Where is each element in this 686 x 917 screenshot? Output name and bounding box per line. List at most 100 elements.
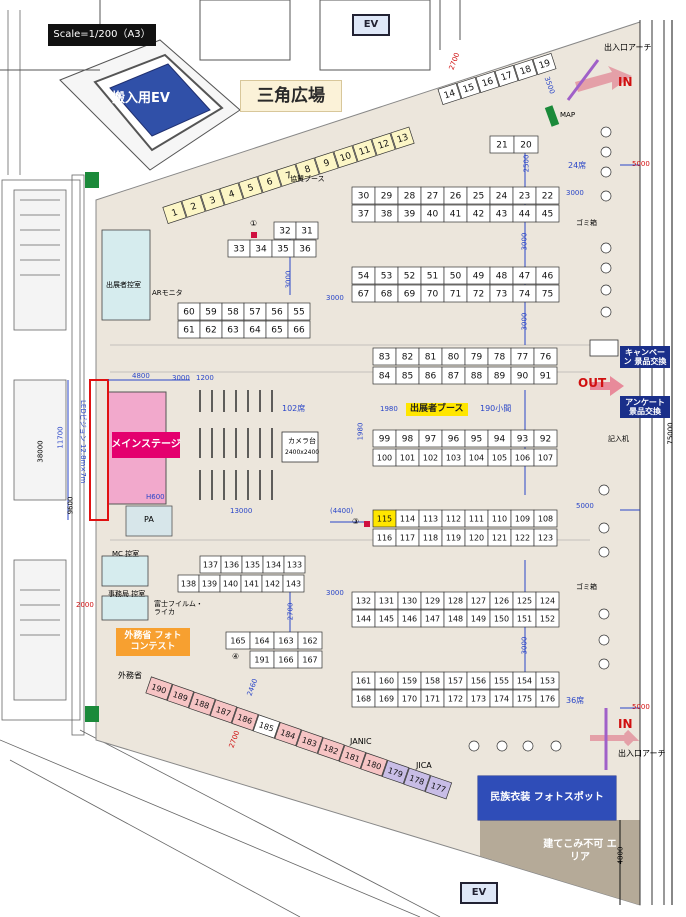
booth-139: 139 bbox=[198, 574, 221, 593]
booth-189: 189 bbox=[166, 684, 195, 709]
dim-3000-d: 3000 bbox=[326, 294, 344, 302]
main-stage-label: メインステージ bbox=[111, 432, 181, 458]
booth-number: 159 bbox=[402, 677, 417, 686]
booth-166: 166 bbox=[273, 650, 299, 669]
booth-number: 12 bbox=[377, 139, 391, 152]
dim-13000: 13000 bbox=[230, 507, 253, 515]
booth-number: 10 bbox=[339, 151, 353, 164]
booth-box bbox=[513, 135, 539, 154]
booth-number: 121 bbox=[492, 534, 507, 543]
dim-75000: 75000 bbox=[666, 422, 675, 445]
booth-179: 179 bbox=[381, 760, 410, 785]
right-wall bbox=[639, 20, 665, 905]
booth-32: 32 bbox=[273, 221, 297, 240]
booth-number: 46 bbox=[542, 272, 554, 282]
out-label: OUT bbox=[578, 376, 607, 390]
booth-box bbox=[533, 528, 558, 547]
booth-113: 113 bbox=[418, 509, 443, 528]
dim-5000-low: 5000 bbox=[632, 703, 650, 711]
booth-number: 43 bbox=[496, 210, 507, 220]
booth-box bbox=[181, 194, 206, 218]
booth-70: 70 bbox=[420, 284, 445, 303]
booth-number: 34 bbox=[255, 245, 267, 255]
booth-61: 61 bbox=[177, 320, 201, 339]
dim-5000-top: 5000 bbox=[632, 160, 650, 168]
booth-190: 190 bbox=[145, 676, 173, 701]
booth-109: 109 bbox=[510, 509, 535, 528]
booth-53: 53 bbox=[374, 266, 399, 285]
booth-132: 132 bbox=[351, 591, 376, 610]
booth-87: 87 bbox=[441, 366, 466, 385]
booth-172: 172 bbox=[443, 689, 468, 708]
booth-number: 138 bbox=[181, 580, 196, 589]
booth-number: 119 bbox=[446, 534, 461, 543]
booth-73: 73 bbox=[489, 284, 514, 303]
booth-box bbox=[293, 239, 317, 258]
booth-number: 99 bbox=[379, 435, 391, 445]
dim-3000-b: 3000 bbox=[520, 232, 529, 251]
booth-box bbox=[297, 650, 323, 669]
dim-3000-c: 3000 bbox=[284, 270, 293, 289]
booth-44: 44 bbox=[512, 204, 537, 223]
booth-33: 33 bbox=[227, 239, 251, 258]
booth-number: 23 bbox=[519, 192, 530, 202]
booth-box bbox=[533, 429, 558, 448]
booth-103: 103 bbox=[441, 448, 466, 467]
booth-number: 7 bbox=[285, 171, 294, 182]
survey-exchange-label: アンケート 景品交換 bbox=[620, 396, 670, 419]
booth-number: 96 bbox=[448, 435, 460, 445]
booth-box bbox=[494, 65, 519, 87]
dim-4800-bottom: 4800 bbox=[616, 846, 625, 865]
booth-box bbox=[390, 126, 415, 150]
costume-photo-label: 民族衣装 フォトスポット bbox=[478, 776, 616, 820]
booth-number: 61 bbox=[183, 326, 194, 336]
booth-box bbox=[295, 221, 319, 240]
booth-170: 170 bbox=[397, 689, 422, 708]
booth-number: 71 bbox=[450, 290, 461, 300]
booth-number: 92 bbox=[540, 435, 551, 445]
elevator-top: EV bbox=[352, 14, 390, 36]
booth-number: 82 bbox=[402, 353, 413, 363]
booth-number: 76 bbox=[540, 353, 552, 363]
booth-number: 80 bbox=[448, 353, 460, 363]
dim-3000-f: 3000 bbox=[172, 374, 190, 382]
booth-number: 109 bbox=[515, 515, 530, 524]
booth-number: 37 bbox=[358, 210, 369, 220]
booth-box bbox=[532, 53, 557, 75]
booth-10: 10 bbox=[333, 145, 358, 169]
booth-82: 82 bbox=[395, 347, 420, 366]
booth-box bbox=[535, 689, 560, 708]
sponsor-booth-label: 協賛ブース bbox=[290, 175, 325, 183]
booth-box bbox=[535, 284, 560, 303]
map-label: MAP bbox=[560, 111, 576, 119]
booth-45: 45 bbox=[535, 204, 560, 223]
booth-183: 183 bbox=[295, 729, 324, 754]
exit-sign-bottom bbox=[85, 706, 99, 722]
booth-140: 140 bbox=[219, 574, 242, 593]
booth-number: 154 bbox=[517, 677, 532, 686]
booth-number: 78 bbox=[494, 353, 506, 363]
booth-number: 176 bbox=[540, 695, 555, 704]
led-vision-label: LEDビジョン 12.8m×7m bbox=[79, 400, 87, 484]
booth-number: 174 bbox=[494, 695, 509, 704]
booth-number: 116 bbox=[377, 534, 392, 543]
booth-box bbox=[282, 574, 305, 593]
mc-room-label: MC 控室 bbox=[112, 550, 140, 558]
booth-number: 84 bbox=[379, 372, 391, 382]
booth-12: 12 bbox=[371, 132, 396, 156]
booth-number: 74 bbox=[519, 290, 531, 300]
booth-128: 128 bbox=[443, 591, 468, 610]
booth-box bbox=[535, 591, 560, 610]
camera-size-label: 2400x2400 bbox=[285, 449, 320, 456]
booth-number: 66 bbox=[293, 326, 305, 336]
booth-box bbox=[276, 163, 301, 187]
booth-number: 19 bbox=[538, 58, 552, 71]
booth-number: 1 bbox=[171, 208, 180, 219]
booth-box bbox=[274, 722, 302, 747]
booth-number: 160 bbox=[379, 677, 394, 686]
booth-box bbox=[338, 744, 367, 769]
booth-number: 87 bbox=[448, 372, 459, 382]
booth-67: 67 bbox=[351, 284, 376, 303]
booth-number: 118 bbox=[423, 534, 438, 543]
booth-63: 63 bbox=[221, 320, 245, 339]
